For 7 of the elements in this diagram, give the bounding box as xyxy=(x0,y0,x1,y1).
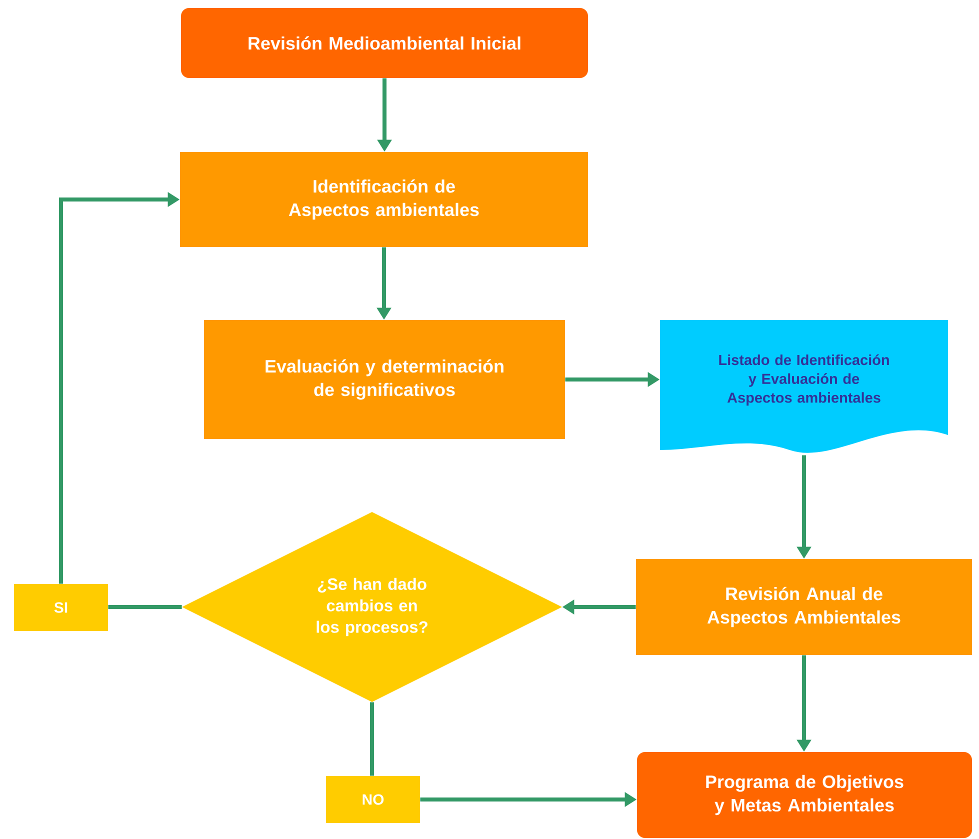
answer-box: SI xyxy=(14,584,108,631)
answer-box: NO xyxy=(326,776,420,823)
process-box: Revisión Medioambiental Inicial xyxy=(181,8,588,78)
process-box: Identificación de Aspectos ambientales xyxy=(180,152,588,247)
process-box: Evaluación y determinación de significativos xyxy=(204,320,565,439)
process-box: Revisión Anual de Aspectos Ambientales xyxy=(636,559,972,655)
process-box: Programa de Objetivos y Metas Ambientales xyxy=(637,752,972,838)
